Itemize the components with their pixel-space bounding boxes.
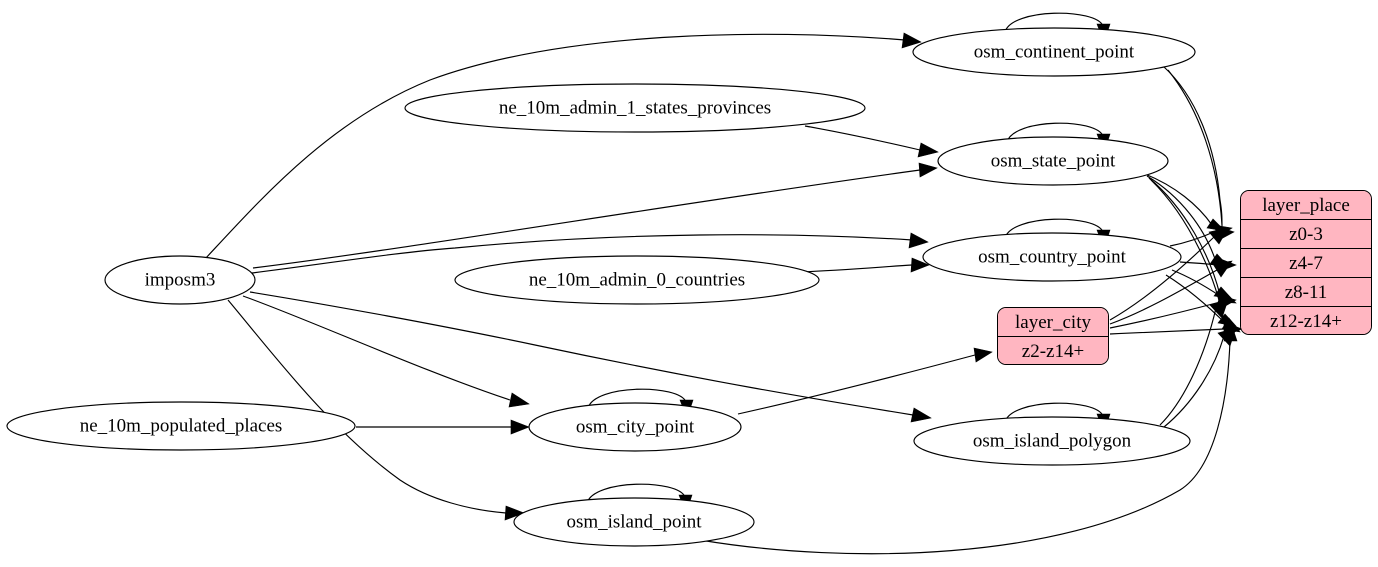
arrowhead-osm_country_point-in-2 <box>910 257 930 273</box>
node-label-osm_island_point: osm_island_point <box>566 511 702 532</box>
node-label-ne_countries: ne_10m_admin_0_countries <box>529 269 745 290</box>
node-osm_continent_point[interactable]: osm_continent_point <box>912 27 1196 77</box>
node-osm_state_point[interactable]: osm_state_point <box>937 136 1169 186</box>
node-osm_city_point[interactable]: osm_city_point <box>528 402 742 452</box>
arrowhead-osm_country_point-in-1 <box>908 232 929 249</box>
layer_city-row-z2-z14[interactable]: z2-z14+ <box>998 337 1108 364</box>
edge-layer_city-to-layer_place-z0-3 <box>1109 236 1215 321</box>
edge-osm_state_point-to-layer_place-z4-7 <box>1146 175 1217 263</box>
edge-osm_continent_point-right-curve <box>1167 69 1223 226</box>
node-label-imposm3: imposm3 <box>145 269 216 290</box>
edge-osm_state_point-to-layer_place-z0-3 <box>1144 173 1213 226</box>
layer_city-title: layer_city <box>998 308 1108 337</box>
arrowhead-osm_island_polygon-in-1 <box>910 407 932 423</box>
edge-osm_island_polygon-to-layer_place-z8-11 <box>1159 307 1217 426</box>
node-label-ne_populated: ne_10m_populated_places <box>80 415 283 436</box>
layer_place-title: layer_place <box>1241 191 1371 220</box>
layer_place-row-z0-3[interactable]: z0-3 <box>1241 220 1371 249</box>
node-label-osm_continent_point: osm_continent_point <box>974 41 1135 62</box>
edge-osm_state_point-to-layer_place-z8-11 <box>1148 177 1221 296</box>
node-layer_city[interactable]: layer_city z2-z14+ <box>997 307 1109 365</box>
edge-osm_country_point-to-layer_place-z8-11 <box>1171 269 1221 297</box>
arrowhead-layer_place-z0-3-d <box>1208 227 1229 245</box>
node-osm_island_polygon[interactable]: osm_island_polygon <box>913 416 1191 466</box>
layer_place-row-z8-11[interactable]: z8-11 <box>1241 278 1371 307</box>
arrowhead-osm_state_point-in-2 <box>917 142 939 158</box>
edge-layer_city-to-layer_place-z4-7 <box>1109 269 1218 325</box>
arrowhead-layer_place-z12-e <box>1223 322 1238 342</box>
arrowhead-layer_city-in <box>973 347 993 363</box>
edge-osm_city_point-to-layer_city <box>737 354 976 415</box>
node-ne_10m_populated_places[interactable]: ne_10m_populated_places <box>6 401 356 451</box>
edge-self-osm_island_point <box>586 483 686 504</box>
edge-imposm3-to-osm_island_polygon <box>249 291 914 416</box>
arrowhead-layer_place-z4-7-c <box>1212 260 1233 278</box>
edge-imposm3-to-osm_island_point <box>227 299 507 514</box>
edge-ne_countries-to-osm_country_point <box>799 264 913 273</box>
edge-self-osm_city_point <box>587 388 687 409</box>
node-ne_10m_admin_1_states_provinces[interactable]: ne_10m_admin_1_states_provinces <box>404 83 866 133</box>
edge-layer_city-to-layer_place-z8-11 <box>1109 301 1221 329</box>
edge-osm_island_polygon-to-layer_place-z12 <box>1163 335 1225 428</box>
layer_place-row-z4-7[interactable]: z4-7 <box>1241 249 1371 278</box>
node-osm_country_point[interactable]: osm_country_point <box>922 232 1182 282</box>
node-label-ne_states: ne_10m_admin_1_states_provinces <box>499 97 771 118</box>
arrowhead-osm_continent_point-in <box>901 32 922 49</box>
edge-imposm3-to-osm_state_point <box>252 169 921 269</box>
layer_place-row-z12-z14[interactable]: z12-z14+ <box>1241 307 1371 334</box>
node-ne_10m_admin_0_countries[interactable]: ne_10m_admin_0_countries <box>454 255 820 305</box>
node-layer_place[interactable]: layer_place z0-3 z4-7 z8-11 z12-z14+ <box>1240 190 1372 335</box>
arrowhead-osm_city_point-in-1 <box>508 392 530 408</box>
edge-self-osm_continent_point <box>1004 12 1104 33</box>
edge-osm_island_point-to-layer_place-z12 <box>699 339 1231 555</box>
edge-imposm3-to-osm_continent_point <box>204 33 906 260</box>
edge-ne_states-to-osm_state_point <box>804 125 921 151</box>
node-imposm3[interactable]: imposm3 <box>104 255 256 305</box>
edge-layer_city-to-layer_place-z12 <box>1109 328 1225 335</box>
node-label-osm_country_point: osm_country_point <box>978 246 1126 267</box>
arrowhead-osm_island_point-in-1 <box>504 505 525 521</box>
node-osm_island_point[interactable]: osm_island_point <box>513 497 755 547</box>
node-label-osm_city_point: osm_city_point <box>576 416 695 437</box>
edge-osm_country_point-to-layer_place-z12 <box>1165 274 1227 325</box>
arrowhead-layer_place-z8-11-d <box>1209 299 1229 319</box>
arrowhead-osm_state_point-in-1 <box>918 162 938 178</box>
edge-imposm3-to-osm_city_point <box>242 295 511 401</box>
node-label-osm_island_polygon: osm_island_polygon <box>973 430 1132 451</box>
arrowhead-osm_city_point-in-2 <box>510 419 530 435</box>
edge-imposm3-to-osm_country_point <box>251 234 913 274</box>
edge-self-osm_island_polygon <box>1004 402 1104 423</box>
edge-self-osm_state_point <box>1006 122 1104 143</box>
edge-self-osm_country_point <box>1004 218 1104 239</box>
node-label-osm_state_point: osm_state_point <box>991 150 1116 171</box>
